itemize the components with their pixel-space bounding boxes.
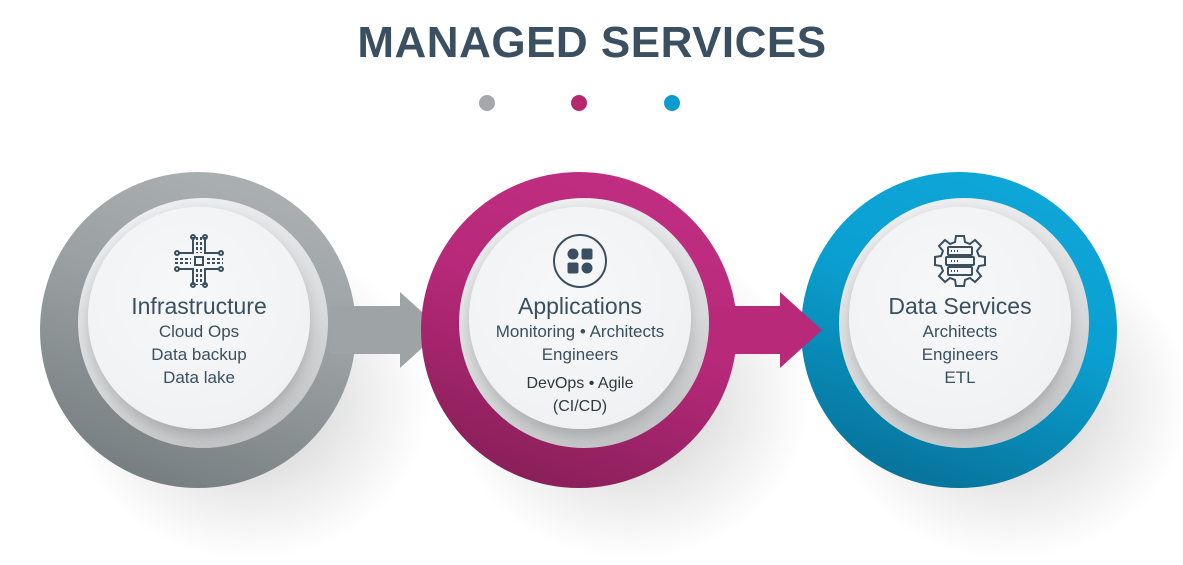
- app-grid-icon: [553, 234, 607, 288]
- stage-item: Architects: [922, 322, 998, 341]
- page-title: MANAGED SERVICES: [357, 18, 827, 67]
- stage-item: Monitoring • Architects: [495, 322, 665, 341]
- arrow-infrastructure-to-applications: [330, 292, 442, 368]
- legend-dot-blue: [664, 95, 680, 111]
- legend-dot-gray: [479, 95, 495, 111]
- stage-item: (CI/CD): [552, 398, 608, 415]
- stage-item: Data backup: [151, 345, 247, 364]
- stage-item: Engineers: [541, 345, 619, 364]
- card-applications: Applications Monitoring • Architects Eng…: [469, 207, 691, 429]
- stage-item: DevOps • Agile: [526, 375, 634, 392]
- legend-dot-magenta: [571, 95, 587, 111]
- stage-item: Data lake: [163, 368, 235, 387]
- circuit-chip-icon: [174, 234, 224, 288]
- server-gear-icon: [934, 235, 986, 287]
- stage-item: ETL: [944, 368, 976, 387]
- stage-item: Engineers: [921, 345, 999, 364]
- stage-heading: Applications: [517, 293, 643, 319]
- stage-item: Cloud Ops: [158, 322, 240, 341]
- arrow-applications-to-data-services: [710, 292, 822, 368]
- stage-heading: Infrastructure: [131, 293, 267, 319]
- card-infrastructure: Infrastructure Cloud Ops Data backup Dat…: [88, 207, 310, 429]
- stage-heading: Data Services: [888, 293, 1032, 319]
- card-data-services: Data Services Architects Engineers ETL: [849, 207, 1071, 429]
